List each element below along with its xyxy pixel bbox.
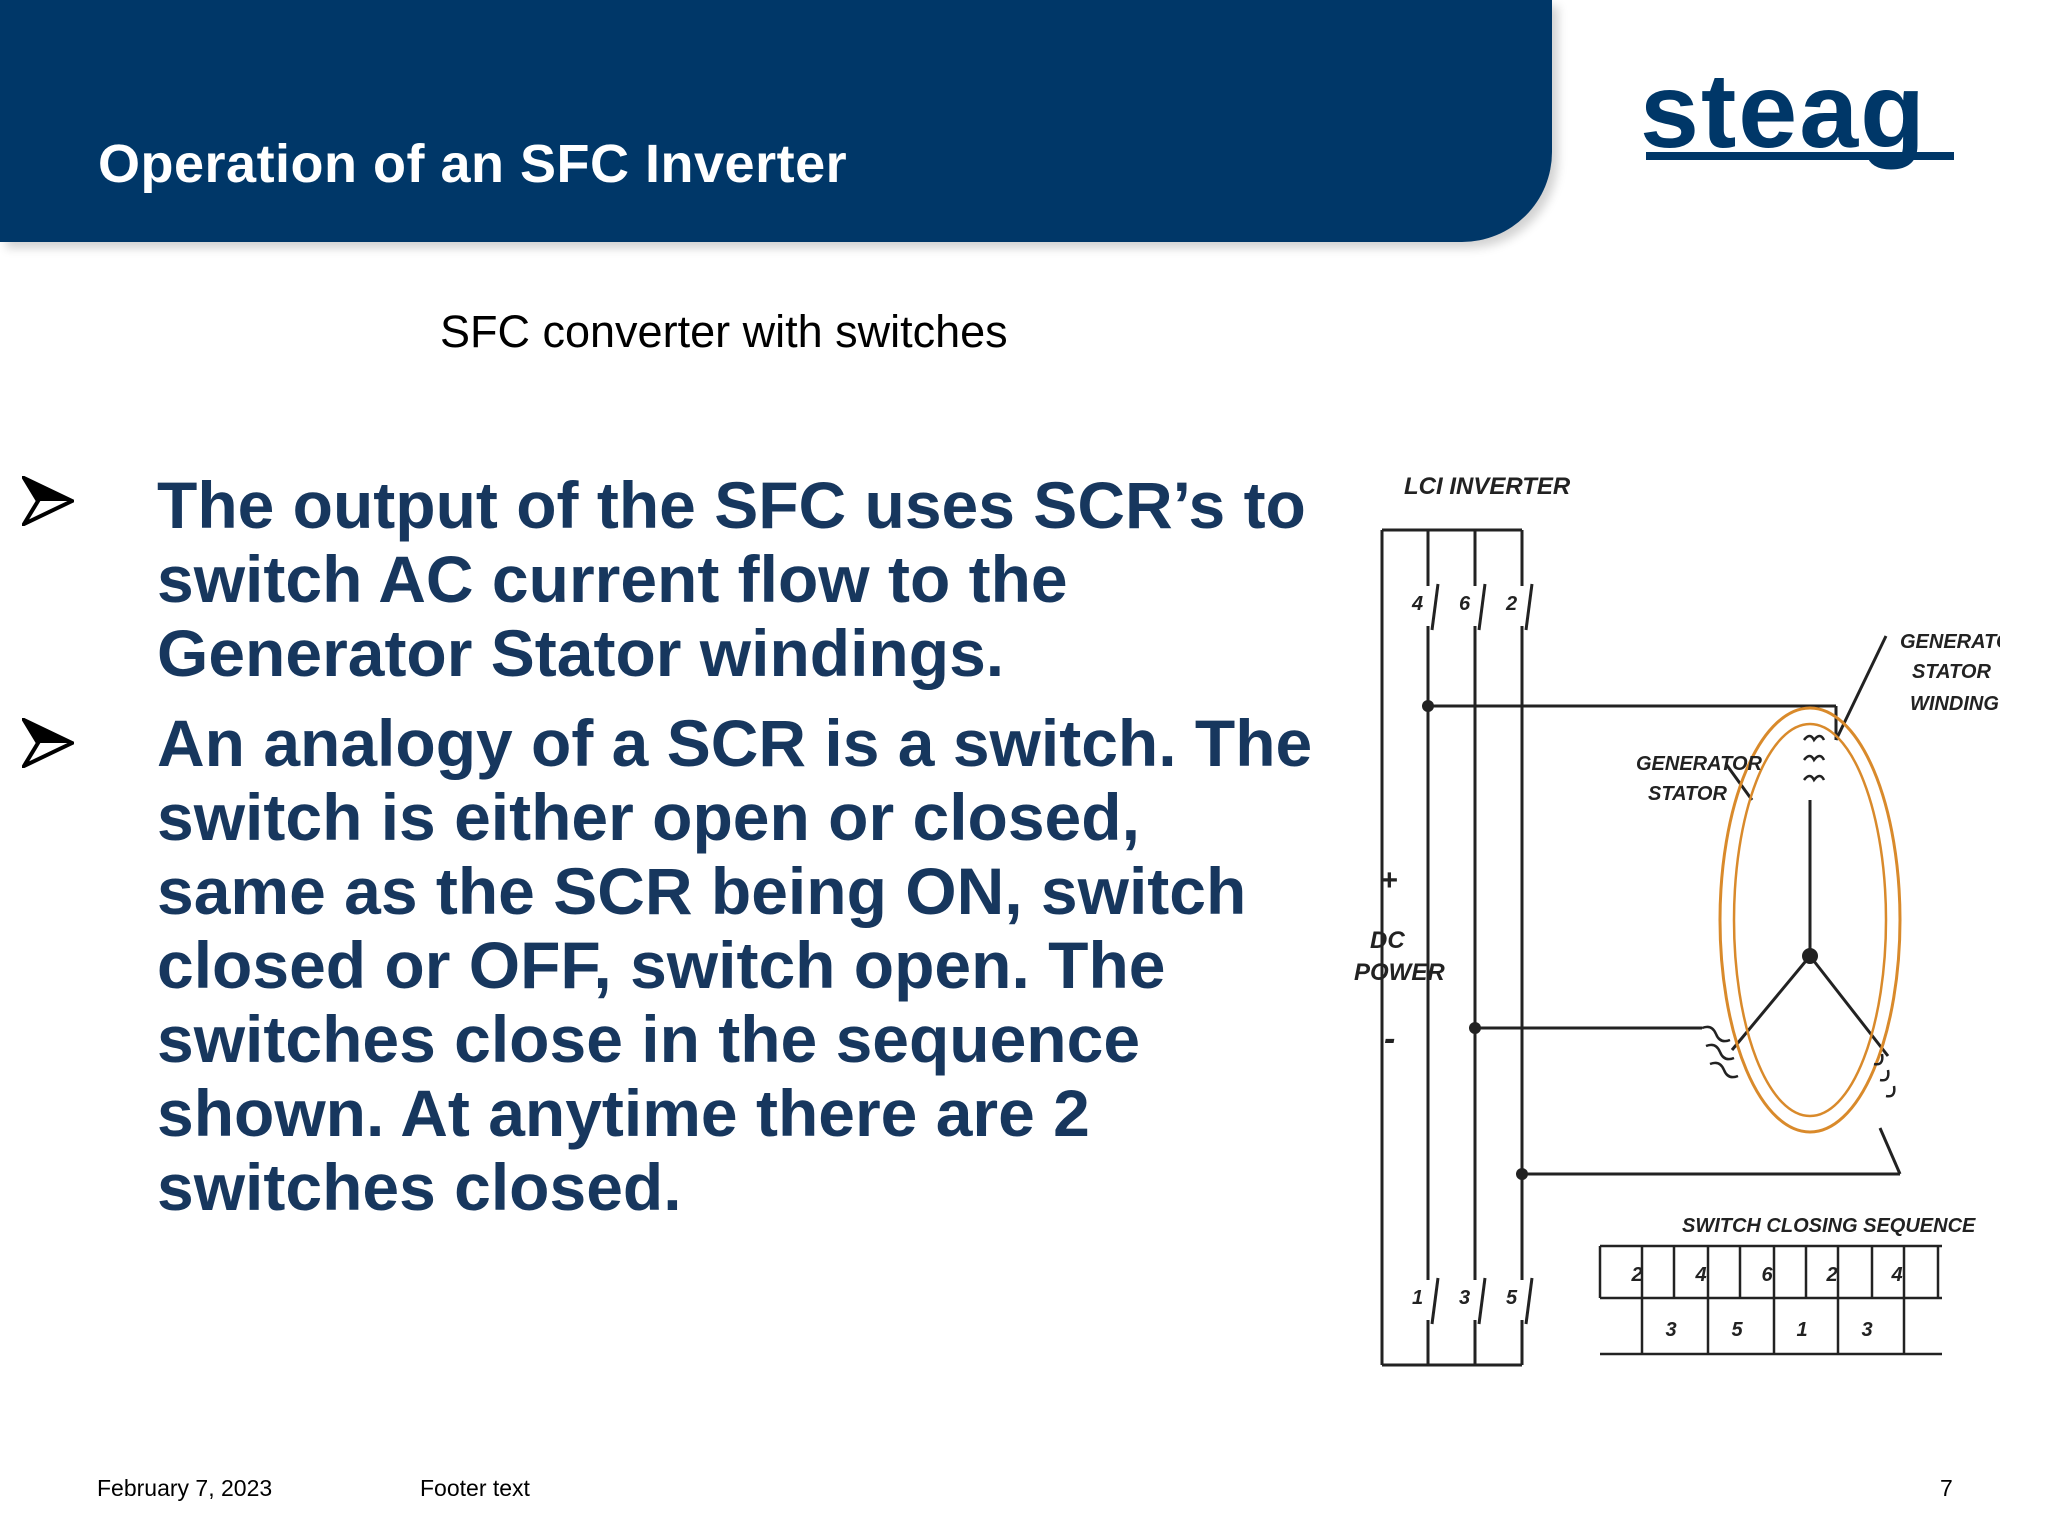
winding-label-2: STATOR: [1912, 661, 1991, 683]
switch-label-1: 1: [1412, 1287, 1423, 1309]
footer-text: Footer text: [420, 1475, 530, 1501]
bullet-text-1: The output of the SFC uses SCR’s to swit…: [157, 468, 1306, 690]
sequence-bottom-cell: 3: [1665, 1319, 1676, 1341]
stator-label: GENERATOR: [1636, 753, 1762, 775]
dc-label: DC: [1370, 927, 1405, 954]
sequence-top-cell: 2: [1630, 1264, 1642, 1286]
switch-label-4: 4: [1411, 593, 1423, 615]
slide-subtitle: SFC converter with switches: [440, 306, 1008, 357]
switch-label-2: 2: [1505, 593, 1517, 615]
slide-title: Operation of an SFC Inverter: [98, 134, 848, 194]
logo-underline: [1646, 152, 1954, 160]
arrow-bullet-icon: [22, 476, 74, 526]
sequence-title: SWITCH CLOSING SEQUENCE: [1682, 1215, 1976, 1237]
steag-logo: steag: [1640, 52, 1927, 170]
winding-label: GENERATOR: [1900, 631, 2000, 653]
sequence-top-cell: 6: [1761, 1264, 1773, 1286]
dc-plus-label: +: [1380, 864, 1398, 897]
stator-label-2: STATOR: [1648, 783, 1727, 805]
header-band: [0, 0, 1552, 242]
switch-label-3: 3: [1459, 1287, 1470, 1309]
winding-label-3: WINDING: [1910, 693, 1999, 715]
sequence-bottom-cell: 3: [1861, 1319, 1872, 1341]
dc-minus-label: -: [1384, 1020, 1395, 1058]
switch-label-5: 5: [1506, 1287, 1518, 1309]
inverter-label: LCI INVERTER: [1404, 473, 1571, 500]
switch-label-6: 6: [1459, 593, 1471, 615]
sequence-top-cell: 4: [1890, 1264, 1902, 1286]
bullet-text-2: An analogy of a SCR is a switch. The swi…: [157, 706, 1313, 1224]
footer-date: February 7, 2023: [97, 1475, 273, 1501]
arrow-bullet-icon: [22, 718, 74, 768]
sequence-top-cell: 2: [1825, 1264, 1837, 1286]
sfc-circuit-diagram: LCI INVERTER + - DC POWER 4 6 2 1 3 5 GE…: [1354, 473, 2000, 1367]
sequence-top-cell: 4: [1694, 1264, 1706, 1286]
sequence-bottom-cell: 5: [1731, 1319, 1743, 1341]
power-label: POWER: [1354, 959, 1445, 986]
page-number: 7: [1940, 1475, 1953, 1501]
sequence-bottom-cell: 1: [1796, 1319, 1807, 1341]
